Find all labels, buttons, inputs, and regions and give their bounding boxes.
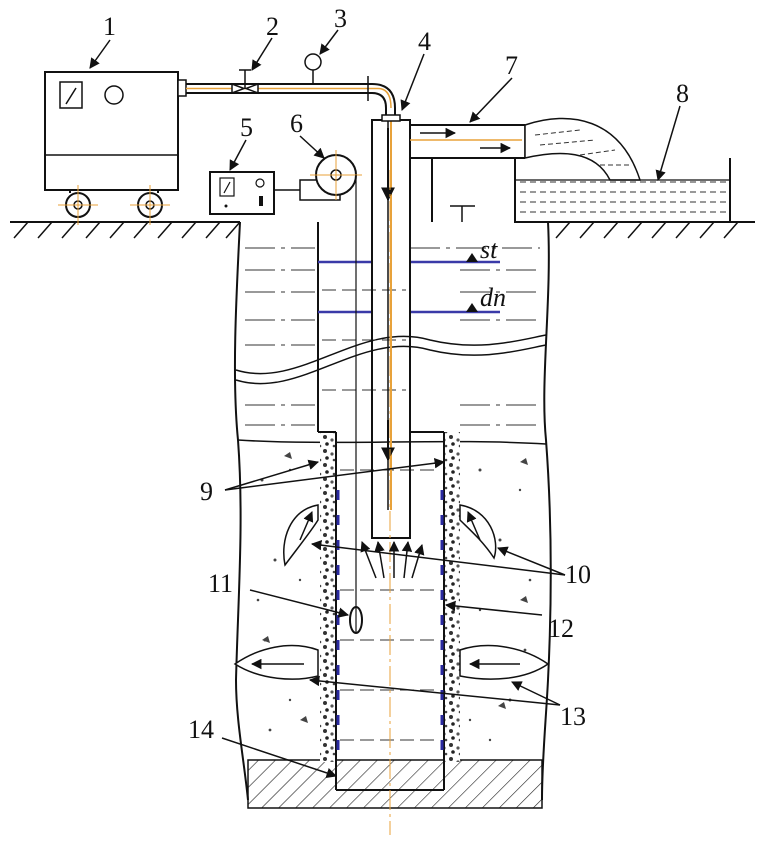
- callout-6: 6: [290, 109, 303, 138]
- static-level-label: st: [480, 235, 498, 264]
- casing-water-dashes: [322, 289, 440, 741]
- cable-winch: [299, 150, 362, 625]
- callout-12: 12: [548, 614, 574, 643]
- callout-9: 9: [200, 477, 213, 506]
- dynamic-level-marker: [466, 303, 478, 312]
- ground-surface: [10, 221, 755, 239]
- gravel-pack-left: [320, 432, 336, 762]
- callout-10: 10: [565, 560, 591, 589]
- lower-inflow-lobes: [233, 644, 550, 680]
- outlet-pipe: [410, 124, 526, 222]
- dynamic-level-label: dn: [480, 283, 506, 312]
- callout-3: 3: [334, 4, 347, 33]
- callout-11: 11: [208, 569, 233, 598]
- callout-7: 7: [505, 51, 518, 80]
- callout-8: 8: [676, 79, 689, 108]
- callout-5: 5: [240, 113, 253, 142]
- gravel-pack-right: [444, 432, 460, 762]
- water-levels: [318, 260, 500, 314]
- air-line: [186, 53, 401, 122]
- logging-instrument: [209, 171, 302, 215]
- leader-lines: [89, 29, 681, 778]
- callout-2: 2: [266, 12, 279, 41]
- settling-tank: [514, 158, 731, 223]
- borehole: [233, 221, 552, 809]
- callout-4: 4: [418, 27, 431, 56]
- upper-water-dashes: [245, 247, 540, 426]
- callout-1: 1: [103, 12, 116, 41]
- static-level-marker: [466, 253, 478, 262]
- stream-dashes: [534, 129, 630, 166]
- air-compressor: [44, 71, 187, 225]
- callout-14: 14: [188, 715, 214, 744]
- callout-13: 13: [560, 702, 586, 731]
- jet-arrows: [360, 540, 425, 579]
- discharge-stream: [524, 117, 642, 181]
- callout-labels: 1 2 3 4 5 6 7 8 9 10 11 12 13 14: [103, 4, 689, 744]
- drop-pipe: [371, 119, 411, 539]
- well-casing: [317, 222, 445, 791]
